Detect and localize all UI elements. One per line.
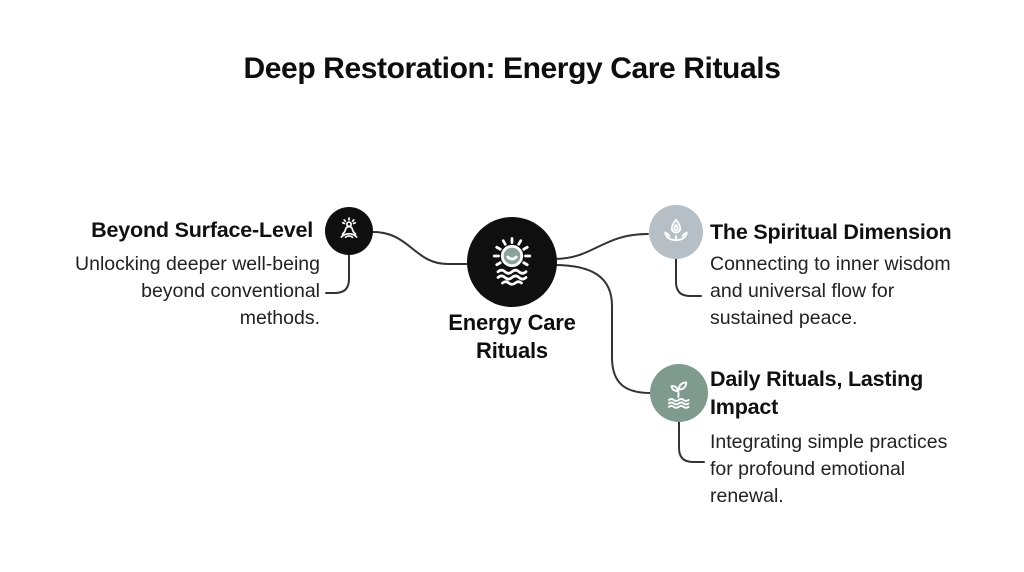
- connector-left-icon-to-text: [325, 254, 350, 294]
- center-node-label-line: Rituals: [476, 338, 548, 363]
- connector-center-to-right-top: [553, 233, 649, 260]
- left-branch-heading: Beyond Surface-Level: [91, 218, 313, 242]
- right-bottom-branch-body: Integrating simple practices for profoun…: [710, 429, 1010, 510]
- center-node-label-line: Energy Care: [448, 310, 576, 335]
- right-bottom-branch-body-line: renewal.: [710, 485, 784, 507]
- left-branch-body: Unlocking deeper well-being beyond conve…: [20, 251, 320, 332]
- right-bottom-branch-body-line: for profound emotional: [710, 458, 906, 480]
- right-top-branch-body-line: and universal flow for: [710, 280, 895, 302]
- connector-right-top-icon-to-text: [675, 258, 702, 297]
- center-node: [467, 217, 557, 307]
- right-top-branch-body-line: Connecting to inner wisdom: [710, 253, 951, 275]
- right-bottom-branch-heading: Daily Rituals, Lasting Impact: [710, 365, 960, 421]
- sprout-waves-icon: [667, 381, 690, 409]
- right-bottom-node: [650, 364, 708, 422]
- right-top-node: [649, 205, 703, 259]
- left-branch-body-line: methods.: [239, 307, 320, 329]
- left-branch-body-line: beyond conventional: [141, 280, 320, 302]
- center-node-label: Energy Care Rituals: [402, 309, 622, 365]
- left-branch-body-line: Unlocking deeper well-being: [75, 253, 320, 275]
- left-branch-node: [325, 207, 373, 255]
- connector-left-to-center: [372, 231, 469, 265]
- right-bottom-branch-heading-line: Daily Rituals, Lasting: [710, 367, 924, 391]
- sun-over-water-icon: [492, 237, 532, 286]
- page-title: Deep Restoration: Energy Care Rituals: [243, 52, 781, 85]
- right-top-branch-body-line: sustained peace.: [710, 307, 858, 329]
- right-top-branch-heading: The Spiritual Dimension: [710, 220, 952, 244]
- connector-right-bottom-icon-to-text: [678, 420, 705, 463]
- hands-droplet-icon: [664, 218, 688, 241]
- right-bottom-branch-heading-line: Impact: [710, 395, 779, 419]
- connector-center-to-right-bottom: [553, 264, 652, 394]
- meditation-icon: [340, 217, 358, 239]
- right-bottom-branch-body-line: Integrating simple practices: [710, 431, 948, 453]
- right-top-branch-body: Connecting to inner wisdom and universal…: [710, 251, 1010, 332]
